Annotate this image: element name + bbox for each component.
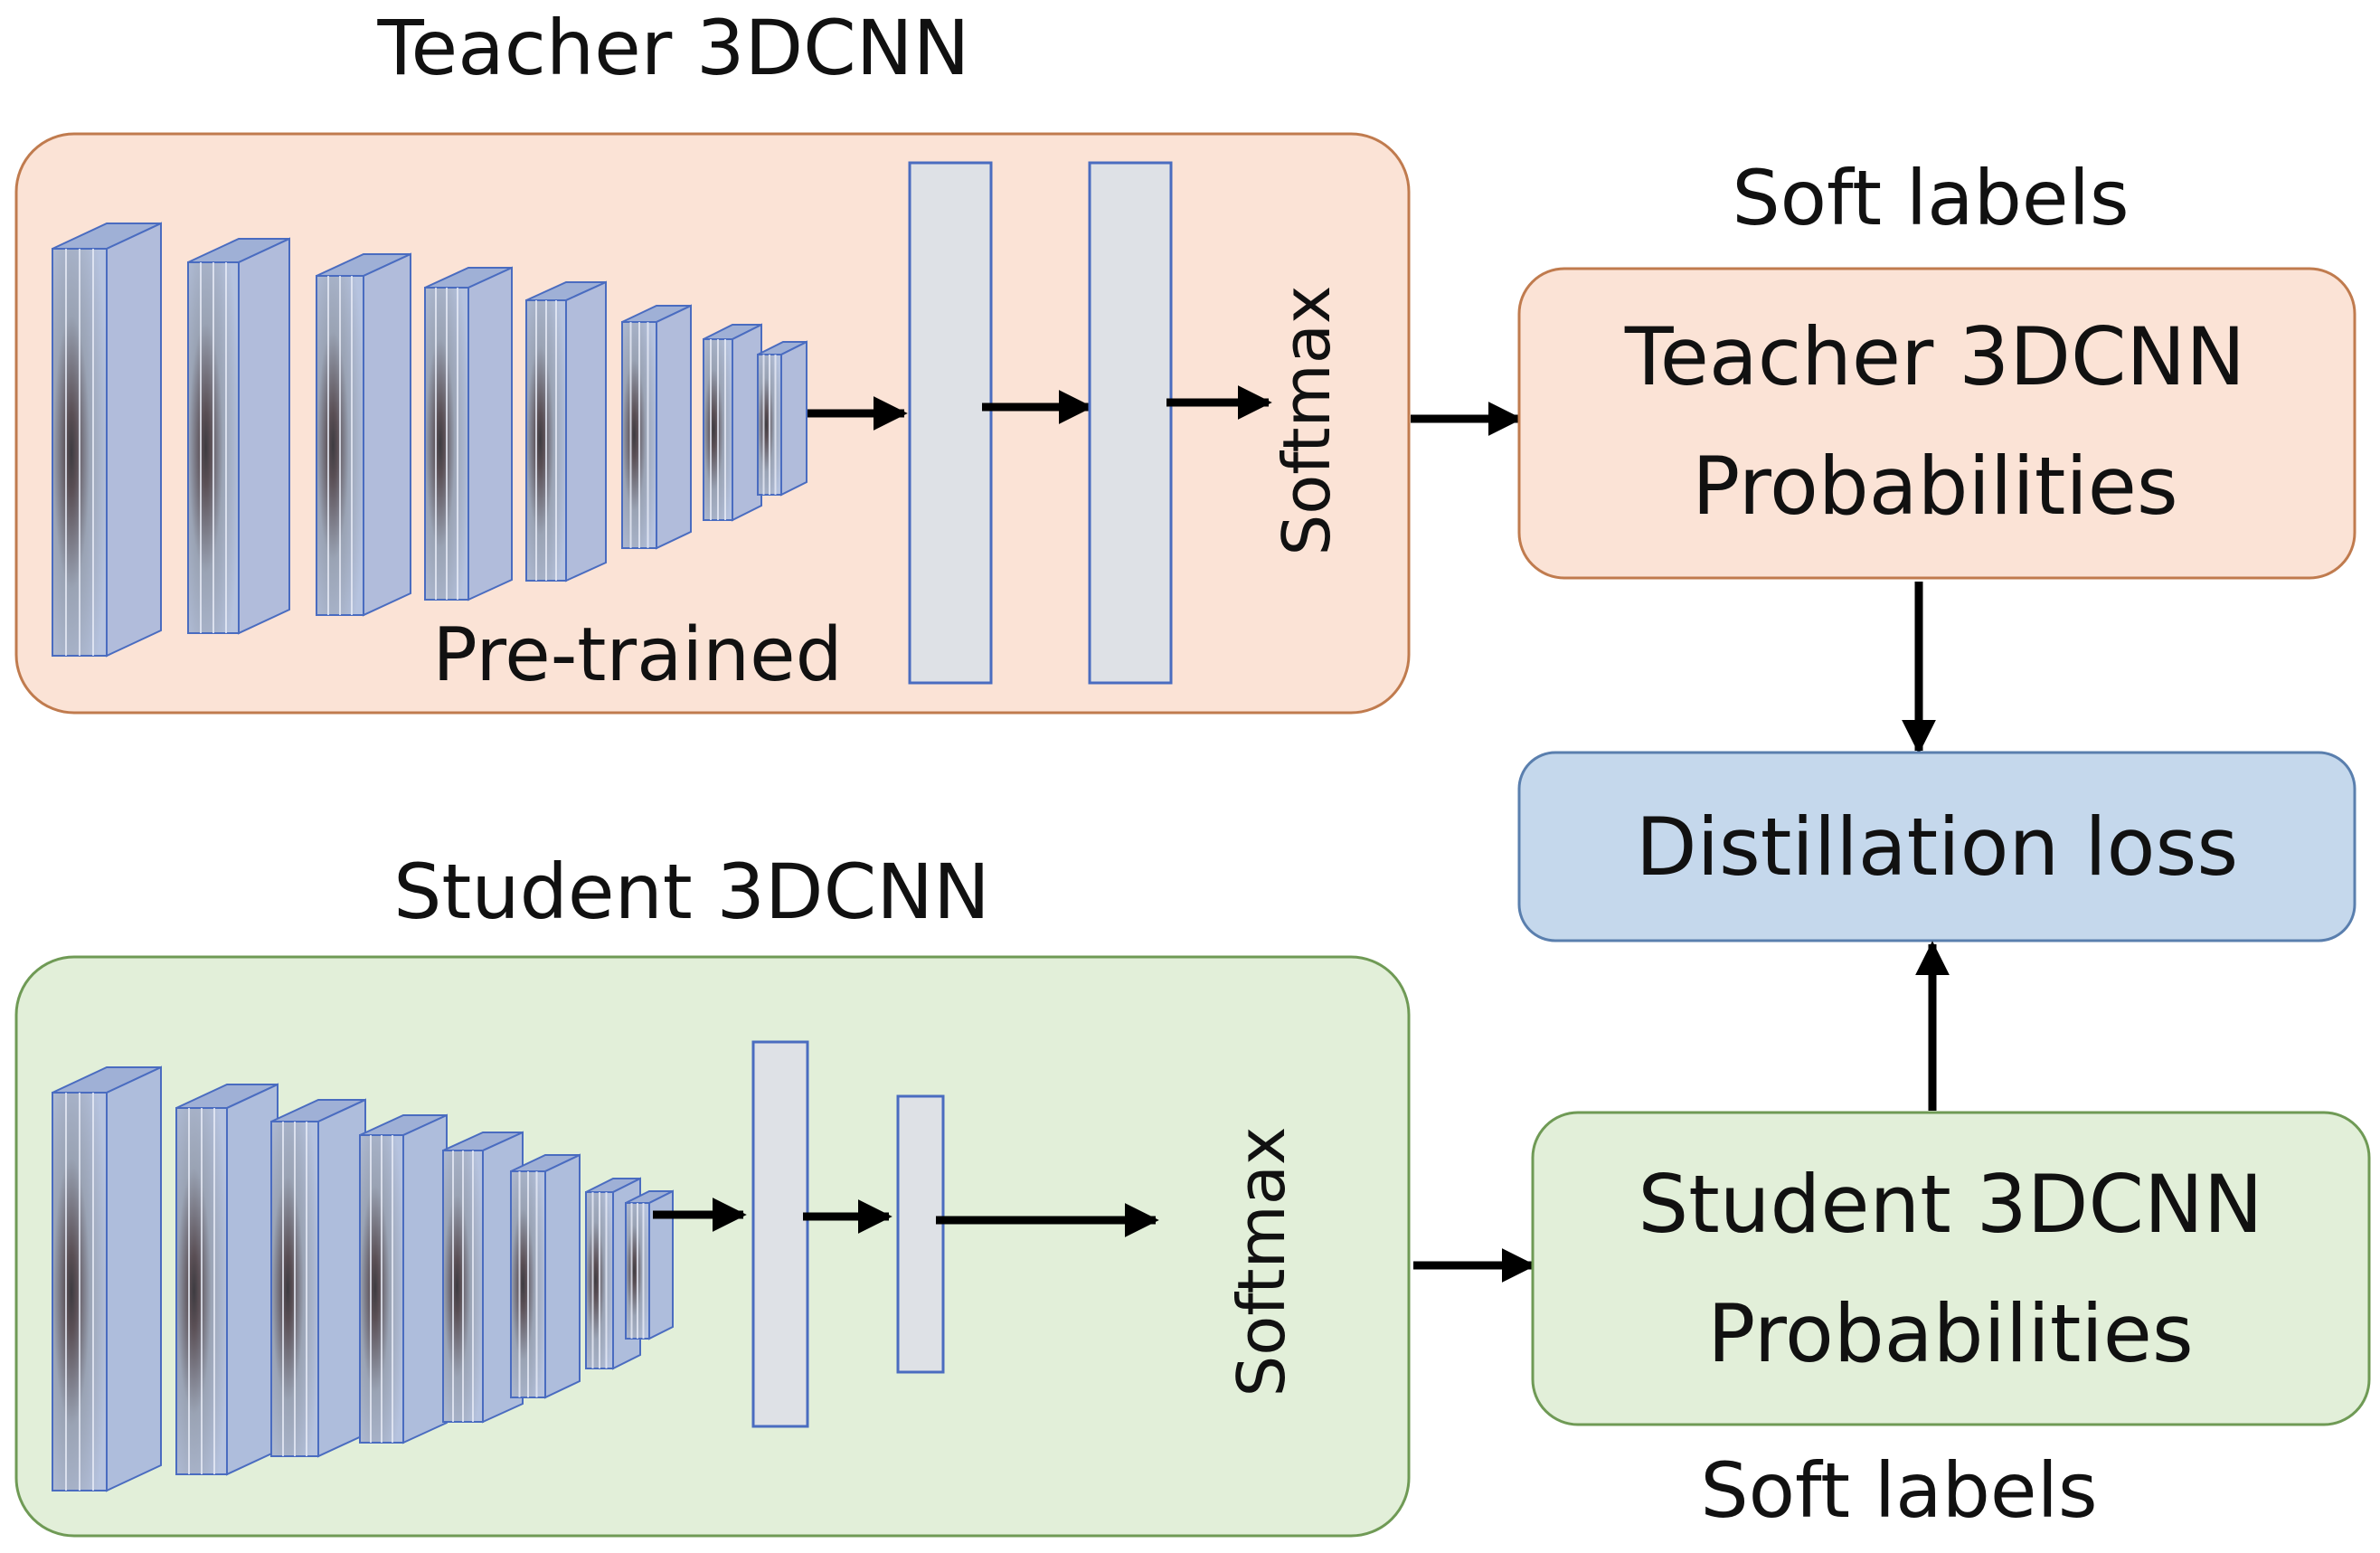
student-feature-map-7 bbox=[585, 1177, 641, 1370]
student-feature-map-8 bbox=[625, 1189, 674, 1340]
teacher-feature-map-5 bbox=[525, 280, 607, 582]
teacher-feature-map-8 bbox=[757, 340, 808, 497]
teacher-fc-layer-1 bbox=[908, 161, 993, 685]
teacher-feature-map-2 bbox=[187, 237, 290, 635]
student-title: Student 3DCNN bbox=[393, 848, 990, 936]
student-fc-layer-2 bbox=[896, 1094, 945, 1374]
student-feature-map-4 bbox=[359, 1113, 448, 1444]
teacher-probabilities-line1: Teacher 3DCNN bbox=[1624, 310, 2245, 403]
teacher-fc-layer-2 bbox=[1088, 161, 1173, 685]
teacher-feature-map-6 bbox=[621, 304, 692, 550]
student-probabilities-box bbox=[1531, 1111, 2371, 1426]
student-feature-map-6 bbox=[510, 1153, 581, 1399]
teacher-feature-map-7 bbox=[703, 323, 762, 522]
student-probabilities-line1: Student 3DCNN bbox=[1638, 1158, 2262, 1251]
teacher-probabilities-box bbox=[1517, 267, 2356, 580]
teacher-pretrained-label: Pre-trained bbox=[432, 612, 842, 698]
teacher-probabilities-line2: Probabilities bbox=[1692, 440, 2178, 533]
student-feature-map-1 bbox=[52, 1065, 162, 1492]
distillation-loss-box bbox=[1517, 751, 2356, 942]
student-soft-labels-caption: Soft labels bbox=[1700, 1446, 2097, 1535]
teacher-soft-labels-caption: Soft labels bbox=[1732, 154, 2129, 242]
teacher-conv-stack bbox=[52, 222, 808, 658]
student-conv-stack bbox=[52, 1065, 674, 1492]
teacher-title: Teacher 3DCNN bbox=[377, 4, 970, 92]
student-feature-map-2 bbox=[175, 1083, 279, 1476]
student-softmax-label: Softmax bbox=[1223, 1127, 1299, 1397]
student-probabilities-line2: Probabilities bbox=[1707, 1287, 2194, 1380]
teacher-feature-map-3 bbox=[316, 252, 411, 617]
student-fc-layer-1 bbox=[751, 1040, 809, 1428]
student-feature-map-3 bbox=[270, 1098, 366, 1458]
teacher-feature-map-1 bbox=[52, 222, 162, 658]
distillation-loss-label: Distillation loss bbox=[1636, 800, 2238, 894]
teacher-softmax-label: Softmax bbox=[1269, 286, 1345, 556]
teacher-feature-map-4 bbox=[424, 266, 513, 601]
